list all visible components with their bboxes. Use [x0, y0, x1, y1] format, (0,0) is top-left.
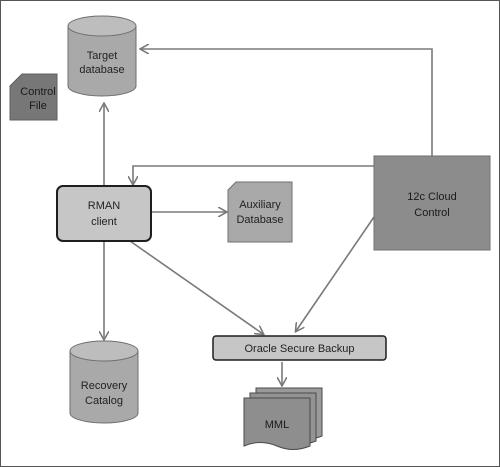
- target-database-label-2: database: [79, 64, 124, 76]
- arrow-cloud-to-osb: [296, 216, 375, 331]
- auxiliary-database-shape: Auxiliary Database: [227, 181, 293, 243]
- oracle-secure-backup-box: Oracle Secure Backup: [212, 335, 387, 361]
- recovery-catalog-cylinder: Recovery Catalog: [69, 340, 139, 424]
- control-file-label-1: Control: [20, 86, 55, 98]
- rman-client-label-2: client: [91, 216, 117, 228]
- control-file-label-2: File: [29, 100, 47, 112]
- rman-client-label-1: RMAN: [88, 200, 120, 212]
- control-file-shape: Control File: [9, 73, 58, 121]
- mml-label: MML: [265, 419, 289, 431]
- arrow-cloud-to-target: [141, 49, 433, 156]
- cloud-control-box: 12c Cloud Control: [373, 155, 491, 251]
- mml-documents-stack: MML: [243, 387, 323, 450]
- rman-client-box: RMAN client: [56, 185, 152, 242]
- target-database-label-1: Target: [87, 50, 118, 62]
- recovery-catalog-label-2: Catalog: [85, 395, 123, 407]
- arrow-rman-to-osb: [129, 240, 263, 334]
- auxiliary-database-label-1: Auxiliary: [239, 199, 281, 211]
- auxiliary-database-label-2: Database: [236, 214, 283, 226]
- connectors: [104, 49, 433, 385]
- cloud-control-label-1: 12c Cloud: [407, 191, 457, 203]
- target-database-cylinder: Target database: [67, 15, 137, 97]
- oracle-secure-backup-label: Oracle Secure Backup: [244, 343, 354, 355]
- arrow-cloud-to-rman: [133, 165, 374, 184]
- cloud-control-label-2: Control: [414, 207, 449, 219]
- recovery-catalog-label-1: Recovery: [81, 380, 128, 392]
